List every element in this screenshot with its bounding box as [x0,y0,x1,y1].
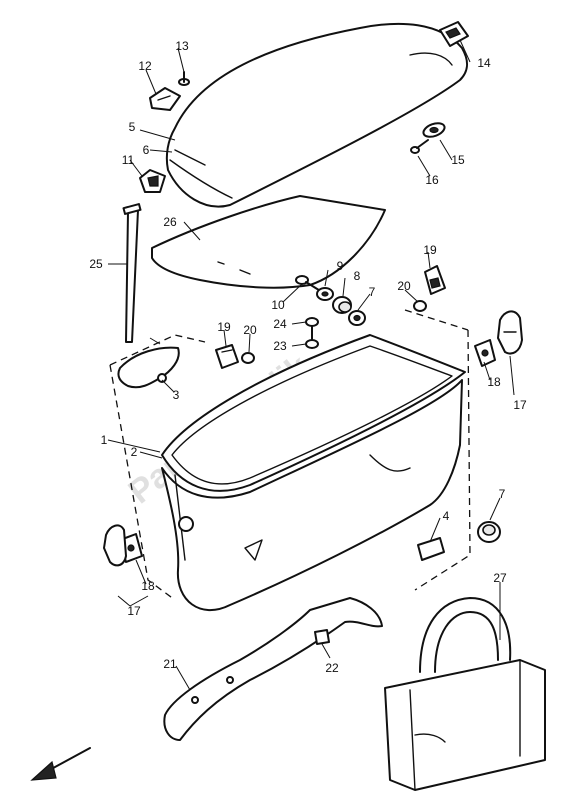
arrow-down-left-icon [30,747,91,781]
leader-lines [107,39,515,691]
callout-5: 5 [129,120,136,134]
callout-12: 12 [138,59,152,73]
callout-11: 11 [122,153,135,167]
callout-26: 26 [163,215,177,229]
callout-10: 10 [271,298,285,312]
callout-4: 4 [443,509,450,523]
callout-14: 14 [477,56,491,70]
callout-17-left: 17 [127,604,141,618]
nut-part-20-left [241,352,255,364]
hinge-bracket-part-12 [149,87,181,111]
callout-22: 22 [325,661,339,675]
hinge-bracket-part-11 [139,169,166,193]
washer-part-9 [316,287,334,301]
callout-13: 13 [175,39,189,53]
callout-25: 25 [89,257,103,271]
bolt-part-16 [410,139,429,154]
callout-9: 9 [337,259,344,273]
latch-part-19-right [424,265,446,295]
liner-part-26 [151,195,386,289]
lock-part-18-right [474,339,496,367]
callout-1: 1 [101,433,108,447]
strap-part-25 [122,203,142,343]
inner-bag-part-27 [384,597,546,791]
callout-labels: 13 12 5 6 11 14 15 16 26 25 19 9 8 7 20 … [89,39,527,675]
callout-8: 8 [354,269,361,283]
callout-20-right: 20 [397,279,411,293]
callout-3: 3 [173,388,180,402]
case-seal-part-2 [161,334,466,492]
pannier-lid [165,22,468,208]
assembly-outline-right [414,329,471,591]
case-body-part-1 [161,379,463,611]
assembly-outline-top [404,309,469,331]
spacer-part-8 [332,296,352,314]
latch-part-19-left [215,344,239,369]
callout-2: 2 [131,445,138,459]
lid-hinge-part-14 [439,21,469,47]
stay-bracket-part-21 [163,597,383,741]
callout-20-left: 20 [243,323,257,337]
lock-cover-part-17-right [497,310,523,355]
grommet-part-7-lower [477,521,501,543]
screw-part-13 [178,71,190,86]
callout-19-right: 19 [423,243,437,257]
callout-18-right: 18 [487,375,501,389]
callout-7-lower: 7 [499,487,506,501]
callout-27: 27 [493,571,507,585]
washer-part-23 [305,339,319,349]
stopper-part-15 [422,122,446,138]
assembly-outline-bottom [109,364,176,601]
callout-7-upper: 7 [369,285,376,299]
callout-17-right: 17 [513,398,527,412]
callout-24: 24 [273,317,287,331]
bracket-part-3 [117,346,180,389]
callout-15: 15 [451,153,465,167]
callout-18-left: 18 [141,579,155,593]
clip-part-22 [314,629,330,645]
pad-part-4 [417,537,445,561]
callout-6: 6 [143,143,150,157]
callout-23: 23 [273,339,287,353]
nut-part-20-right [413,300,427,312]
callout-19-left: 19 [217,320,231,334]
grommet-part-7-upper [348,310,366,326]
callout-21: 21 [163,657,177,671]
lock-cover-part-17-left [103,524,127,567]
callout-16: 16 [425,173,439,187]
screw-part-24 [305,317,319,341]
